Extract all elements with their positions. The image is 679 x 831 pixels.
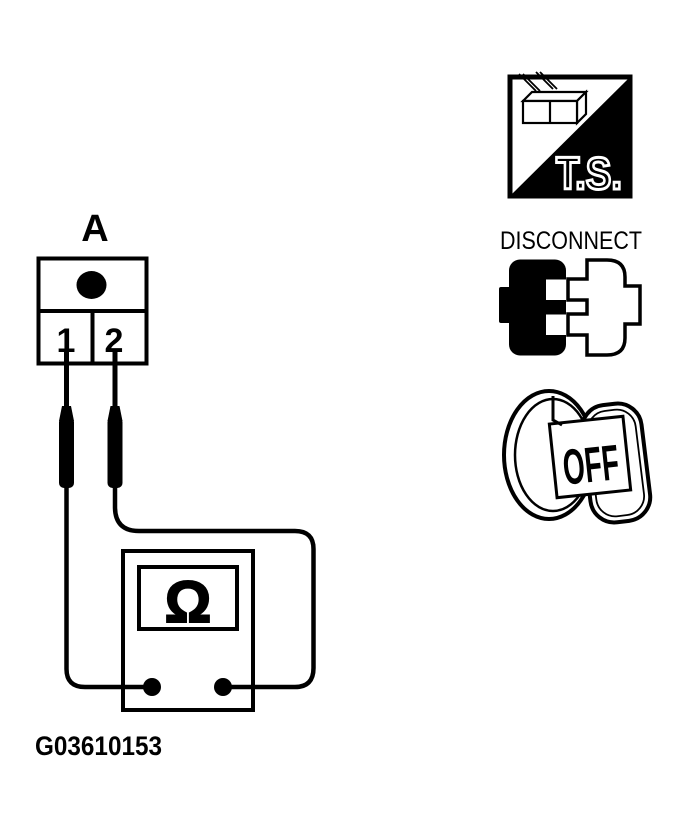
- ohmmeter-terminal-right: [214, 678, 232, 696]
- disconnect-plug-right-icon: [566, 258, 642, 357]
- ts-connector-art-icon: [518, 71, 589, 126]
- connector-a-label: A: [81, 208, 108, 250]
- pin-2-label: 2: [105, 322, 124, 360]
- ts-icon-label: T.S.: [556, 148, 622, 199]
- disconnect-icon: DISCONNECT: [499, 227, 642, 357]
- ignition-off-flag: OFF: [547, 414, 633, 500]
- ts-icon: T.S.: [507, 71, 633, 201]
- figure-id-label: G03610153: [35, 731, 162, 761]
- ignition-key-slot-line: [551, 396, 563, 427]
- lead-wire-2: [112, 486, 316, 690]
- lead-wire-1: [64, 486, 149, 690]
- disconnect-plug-left-icon: [499, 259, 567, 356]
- test-leads: [64, 486, 316, 696]
- disconnect-icon-label: DISCONNECT: [500, 227, 642, 255]
- probe-1: [59, 349, 74, 488]
- pin-1-label: 1: [57, 322, 76, 360]
- ohmmeter: Ω: [121, 549, 255, 712]
- connector-a-cavity-dot: [76, 271, 107, 299]
- ohmmeter-symbol: Ω: [165, 570, 212, 635]
- ignition-off-icon: OFF: [502, 389, 653, 525]
- ts-icon-black-triangle: [512, 79, 628, 194]
- ohmmeter-display: [137, 565, 239, 631]
- probe-2: [107, 349, 123, 488]
- probe-1-handle: [59, 417, 74, 488]
- ignition-off-label: OFF: [560, 434, 622, 496]
- ohmmeter-terminal-left: [143, 678, 161, 696]
- connector-a: A 1 2: [36, 208, 149, 366]
- probe-2-handle: [107, 417, 123, 488]
